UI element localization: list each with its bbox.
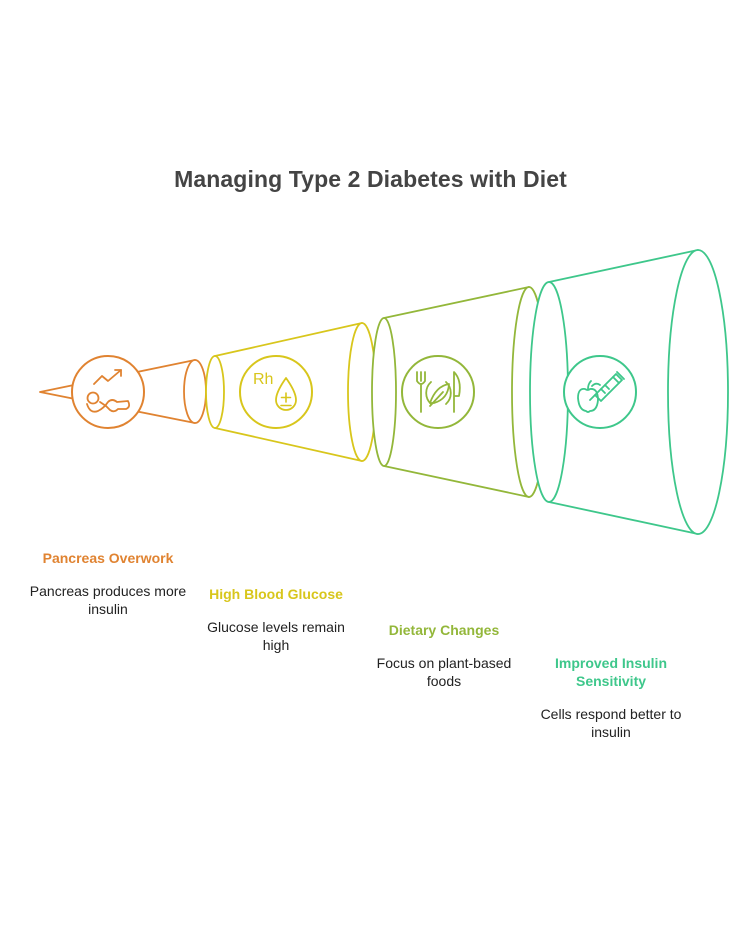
stage-title: High Blood Glucose <box>209 586 343 602</box>
svg-text:Rh: Rh <box>253 371 273 388</box>
diagram-title: Managing Type 2 Diabetes with Diet <box>174 166 567 192</box>
stage-description: Glucose levels remain high <box>207 619 345 653</box>
stage-4-cone <box>529 249 729 535</box>
stage-pancreas-overwork: Pancreas Overwork Pancreas produces more… <box>28 549 188 618</box>
stage-dietary-changes: Dietary Changes Focus on plant-based foo… <box>364 621 524 690</box>
stage-title: Improved Insulin Sensitivity <box>554 655 667 689</box>
blood-drop-icon: Rh <box>239 355 313 429</box>
pancreas-workload-icon <box>71 355 145 429</box>
stage-title: Dietary Changes <box>388 622 500 638</box>
stage-2-cone <box>205 322 377 462</box>
apple-syringe-icon <box>563 355 637 429</box>
stage-high-blood-glucose: High Blood Glucose Glucose levels remain… <box>196 585 356 654</box>
stage-description: Pancreas produces more insulin <box>29 583 187 617</box>
plate-utensils-icon <box>401 355 475 429</box>
stage-improved-insulin-sensitivity: Improved Insulin Sensitivity Cells respo… <box>531 654 691 741</box>
stage-title: Pancreas Overwork <box>42 550 174 566</box>
stage-description: Cells respond better to insulin <box>540 706 682 740</box>
stage-description: Focus on plant-based foods <box>376 655 512 689</box>
